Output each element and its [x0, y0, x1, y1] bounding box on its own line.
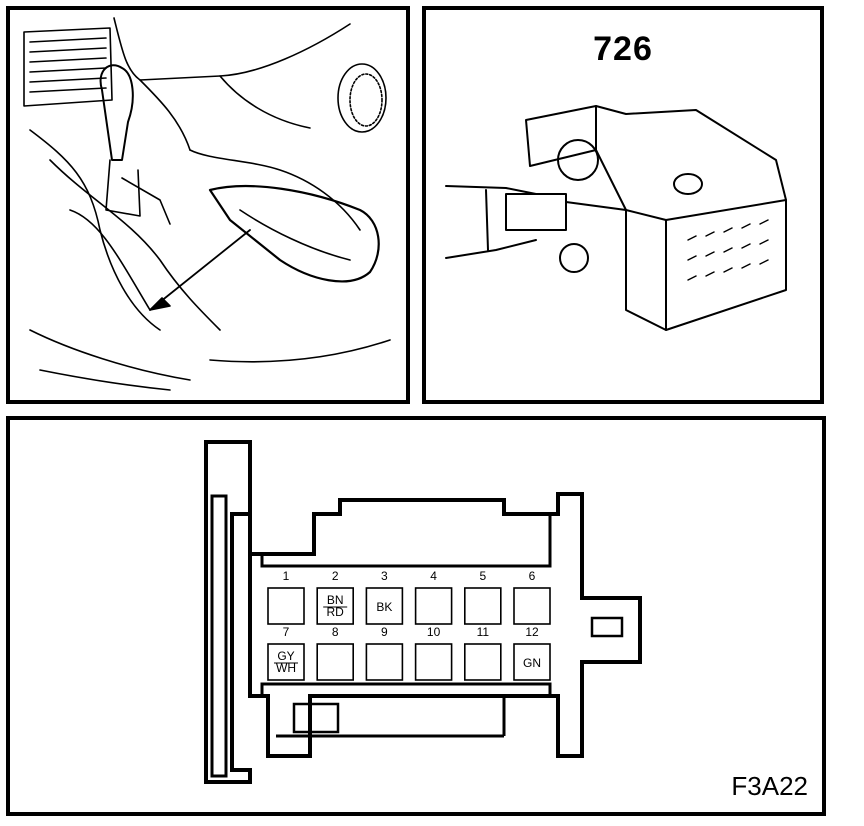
pin-cavity: 6: [513, 569, 551, 625]
pin-box: [513, 643, 551, 681]
pin-number: 2: [332, 569, 339, 583]
pin-cavity: 10: [414, 625, 453, 681]
wire-color-label: GN: [523, 656, 541, 670]
pin-number: 7: [283, 625, 290, 639]
connector-drawing: [445, 105, 787, 331]
pin-cavity: 11: [463, 625, 502, 681]
speaker-grille-icon: [337, 63, 387, 133]
pin-box: [414, 587, 453, 625]
pin-number: 5: [479, 569, 486, 583]
pin-cavity: 3BK: [365, 569, 404, 625]
pin-cavity: 5: [463, 569, 502, 625]
wire-harness-icon: [445, 185, 627, 259]
pin-cavity: 9: [365, 625, 404, 681]
armrest-icon: [208, 185, 380, 283]
pin-box: [267, 643, 305, 681]
pin-cavity-grid-icon: [687, 219, 769, 281]
bottom-tab: [292, 702, 340, 734]
pin-number: 1: [283, 569, 290, 583]
wire-color-label: GY: [277, 649, 294, 663]
pin-number: 6: [529, 569, 536, 583]
wire-color-label: RD: [327, 605, 345, 619]
connector-housing: [248, 492, 642, 758]
pin-box: [316, 643, 355, 681]
lower-ridge: [260, 682, 552, 696]
location-illustration-panel: [6, 6, 410, 404]
pin-box: [316, 587, 355, 625]
latch-frame: [204, 440, 252, 784]
wire-color-label: BK: [376, 600, 392, 614]
top-ridge: [260, 514, 552, 568]
pin-cavity: 1: [267, 569, 305, 625]
wire-color-label: BN: [327, 593, 344, 607]
connector-illustration-panel: 726: [422, 6, 824, 404]
pin-number: 9: [381, 625, 388, 639]
pin-box: [267, 587, 305, 625]
air-vent-icon: [23, 27, 113, 107]
pin-number: 11: [477, 625, 490, 639]
pin-number: 4: [430, 569, 437, 583]
figure-code: F3A22: [731, 771, 808, 801]
pin-box: [513, 587, 551, 625]
pin-cavity: 4: [414, 569, 453, 625]
wire-color-label: WH: [276, 661, 296, 675]
pin-cavity: 8: [316, 625, 355, 681]
pin-box: [463, 587, 502, 625]
center-console-illustration: [23, 17, 391, 391]
pin-number: 10: [427, 625, 441, 639]
pin-number: 3: [381, 569, 388, 583]
pin-box: [414, 643, 453, 681]
gear-selector-icon: [99, 64, 171, 225]
connector-number: 726: [593, 30, 653, 68]
pin-box: [365, 643, 404, 681]
connector-housing-icon: [525, 105, 787, 331]
pin-number: 8: [332, 625, 339, 639]
locking-slot: [590, 616, 624, 638]
pin-number: 12: [525, 625, 539, 639]
latch-bar: [210, 494, 228, 778]
pin-box: [463, 643, 502, 681]
pin-box: [365, 587, 404, 625]
